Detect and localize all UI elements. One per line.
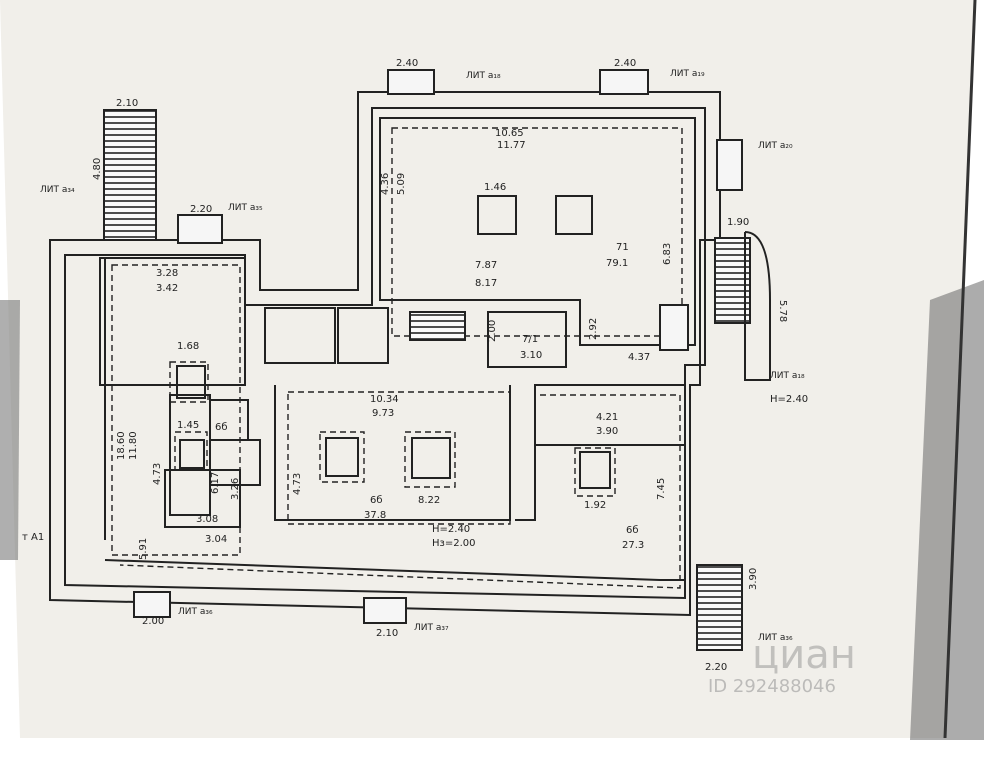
dim-71-a: 7.87 <box>475 260 497 271</box>
dim-left-w1: 3.28 <box>156 268 178 279</box>
dimension-labels: 2.40 ЛИТ а₁₈ 2.40 ЛИТ а₁₉ ЛИТ а₂₀ 10.65 … <box>22 58 808 673</box>
dim-top-w2: 11.77 <box>497 140 526 151</box>
shadow <box>910 280 984 740</box>
dim-v-left-top2: 5.09 <box>396 173 407 195</box>
stair-middle <box>409 311 466 341</box>
stair-bottom-right <box>696 564 743 651</box>
dim-right-w1: 4.21 <box>596 412 618 423</box>
lit-bottom-left: ЛИТ а₃₆ <box>178 607 213 617</box>
dim-col-left-b: 1.45 <box>177 420 199 431</box>
dim-stair-left-h: 4.80 <box>92 158 103 180</box>
dim-left-w2: 3.42 <box>156 283 178 294</box>
dim-711-w: 2.00 <box>487 320 498 342</box>
dim-stair-bottom-h: 3.90 <box>748 568 759 590</box>
dim-stair-bottom-w: 2.20 <box>705 662 727 673</box>
dim-col: 1.46 <box>484 182 506 193</box>
stairs <box>103 109 771 651</box>
watermark-id: ID 292488046 <box>708 676 836 697</box>
watermark-brand: циан <box>752 632 856 678</box>
stair-left-top <box>103 109 157 241</box>
lit-top1: ЛИТ а₁₈ <box>466 71 501 81</box>
big-room-area: 37.8 <box>364 510 386 521</box>
dim-v-473: 4.73 <box>152 463 163 485</box>
dim-v-left-top: 4.36 <box>380 173 391 195</box>
dim-v-left-long2: 11.80 <box>128 431 139 460</box>
right-room-area: 27.3 <box>622 540 644 551</box>
dim-door-left: 2.20 <box>190 204 212 215</box>
dim-col-left: 1.68 <box>177 341 199 352</box>
dim-door-bottom-mid: 2.10 <box>376 628 398 639</box>
dim-v-right-b: 7.45 <box>656 478 667 500</box>
lit-right-top: ЛИТ а₂₀ <box>758 141 793 151</box>
dashed-outlines <box>111 127 683 589</box>
dim-v-right-top: 6.83 <box>662 243 673 265</box>
lit-right-mid: ЛИТ а₁₈ <box>770 371 805 381</box>
dim-stair-right-w: 1.90 <box>727 217 749 228</box>
h-right: H=2.40 <box>770 394 808 405</box>
dim-right-w2: 3.90 <box>596 426 618 437</box>
dim-stair-right-h: 5.78 <box>777 300 788 322</box>
h-label: H=2.40 <box>432 524 470 535</box>
lit-left-stair: ЛИТ а₃₄ <box>40 185 75 195</box>
walls <box>49 91 721 617</box>
room-711-label: 7/1 <box>522 334 538 345</box>
dim-v-326: 3.26 <box>230 478 241 500</box>
dim-top-door1: 2.40 <box>396 58 418 69</box>
dim-big-w1: 10.34 <box>370 394 399 405</box>
big-dim: 8.22 <box>418 495 440 506</box>
dim-304: 3.04 <box>205 534 227 545</box>
lit-bottom-right: ЛИТ а₃₆ <box>758 633 793 643</box>
dim-v-left-long: 18.60 <box>116 431 127 460</box>
dim-top-door2: 2.40 <box>614 58 636 69</box>
lit-left-door: ЛИТ а₃₅ <box>228 203 263 213</box>
dim-608: 3.08 <box>196 514 218 525</box>
edge-label: т А1 <box>22 532 44 543</box>
dim-v-591: 5.91 <box>138 538 149 560</box>
dim-v-617: 6.17 <box>210 472 221 494</box>
dim-big-w2: 9.73 <box>372 408 394 419</box>
watermark: циан ID 292488046 <box>708 632 856 697</box>
dim-71-b: 8.17 <box>475 278 497 289</box>
lit-top2: ЛИТ а₁₉ <box>670 69 705 79</box>
room-71-area: 79.1 <box>606 258 628 269</box>
dim-v-mid: 2.92 <box>588 318 599 340</box>
right-room-no: 6б <box>626 525 639 536</box>
hz-label: Hз=2.00 <box>432 538 475 549</box>
dim-437: 4.37 <box>628 352 650 363</box>
dim-v-big: 4.73 <box>292 473 303 495</box>
dim-door-bottom-left: 2.00 <box>142 616 164 627</box>
small-room-label: 6б <box>215 422 228 433</box>
dim-stair-left: 2.10 <box>116 98 138 109</box>
big-room-no: 6б <box>370 495 383 506</box>
room-71-no: 71 <box>616 242 629 253</box>
dim-top-w1: 10.65 <box>495 128 524 139</box>
columns <box>176 195 611 489</box>
lit-bottom-mid: ЛИТ а₃₇ <box>414 623 449 633</box>
dim-711-b: 3.10 <box>520 350 542 361</box>
porches <box>133 69 743 624</box>
dim-right-col: 1.92 <box>584 500 606 511</box>
